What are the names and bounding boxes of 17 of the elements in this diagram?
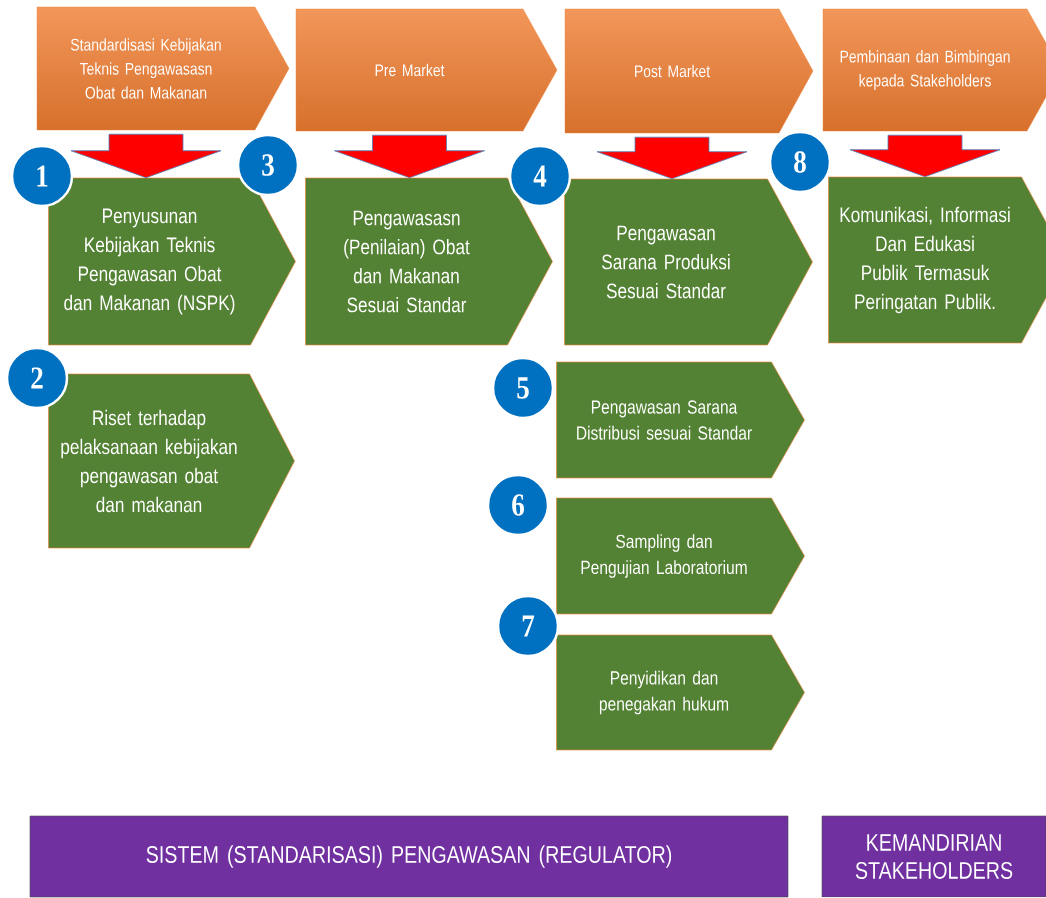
banner-box: KEMANDIRIAN STAKEHOLDERS bbox=[821, 815, 1046, 898]
block-arrow bbox=[70, 133, 222, 179]
chevron-header: Standardisasi Kebijakan Teknis Pengawasasn Obat dan Makanan bbox=[36, 6, 290, 131]
chevron-header: Post Market bbox=[564, 8, 814, 134]
block-arrow bbox=[596, 136, 748, 180]
chevron-box: Komunikasi, Informasi Dan Edukasi Publik Termasuk Peringatan Publik. bbox=[828, 176, 1046, 344]
chevron-box: Penyidikan dan penegakan hukum bbox=[556, 634, 805, 751]
block-arrow bbox=[849, 134, 1001, 178]
block-arrow bbox=[334, 134, 485, 179]
chevron-header: Pembinaan dan Bimbingan kepada Stakeholders bbox=[822, 8, 1046, 132]
chevron-box: Riset terhadap pelaksanaan kebijakan pengawasan obat dan makanan bbox=[48, 373, 295, 549]
chevron-box: Sampling dan Pengujian Laboratorium bbox=[556, 497, 805, 615]
chevron-box: Penyusunan Kebijakan Teknis Pengawasan Obat dan Makanan (NSPK) bbox=[48, 177, 296, 346]
chevron-box: Pengawasan Sarana Produksi Sesuai Standar bbox=[564, 178, 813, 346]
chevron-header: Pre Market bbox=[295, 8, 558, 132]
banner-box: SISTEM (STANDARISASI) PENGAWASAN (REGULATOR) bbox=[29, 815, 789, 898]
chevron-box: Pengawasan Sarana Distribusi sesuai Standar bbox=[556, 361, 805, 479]
